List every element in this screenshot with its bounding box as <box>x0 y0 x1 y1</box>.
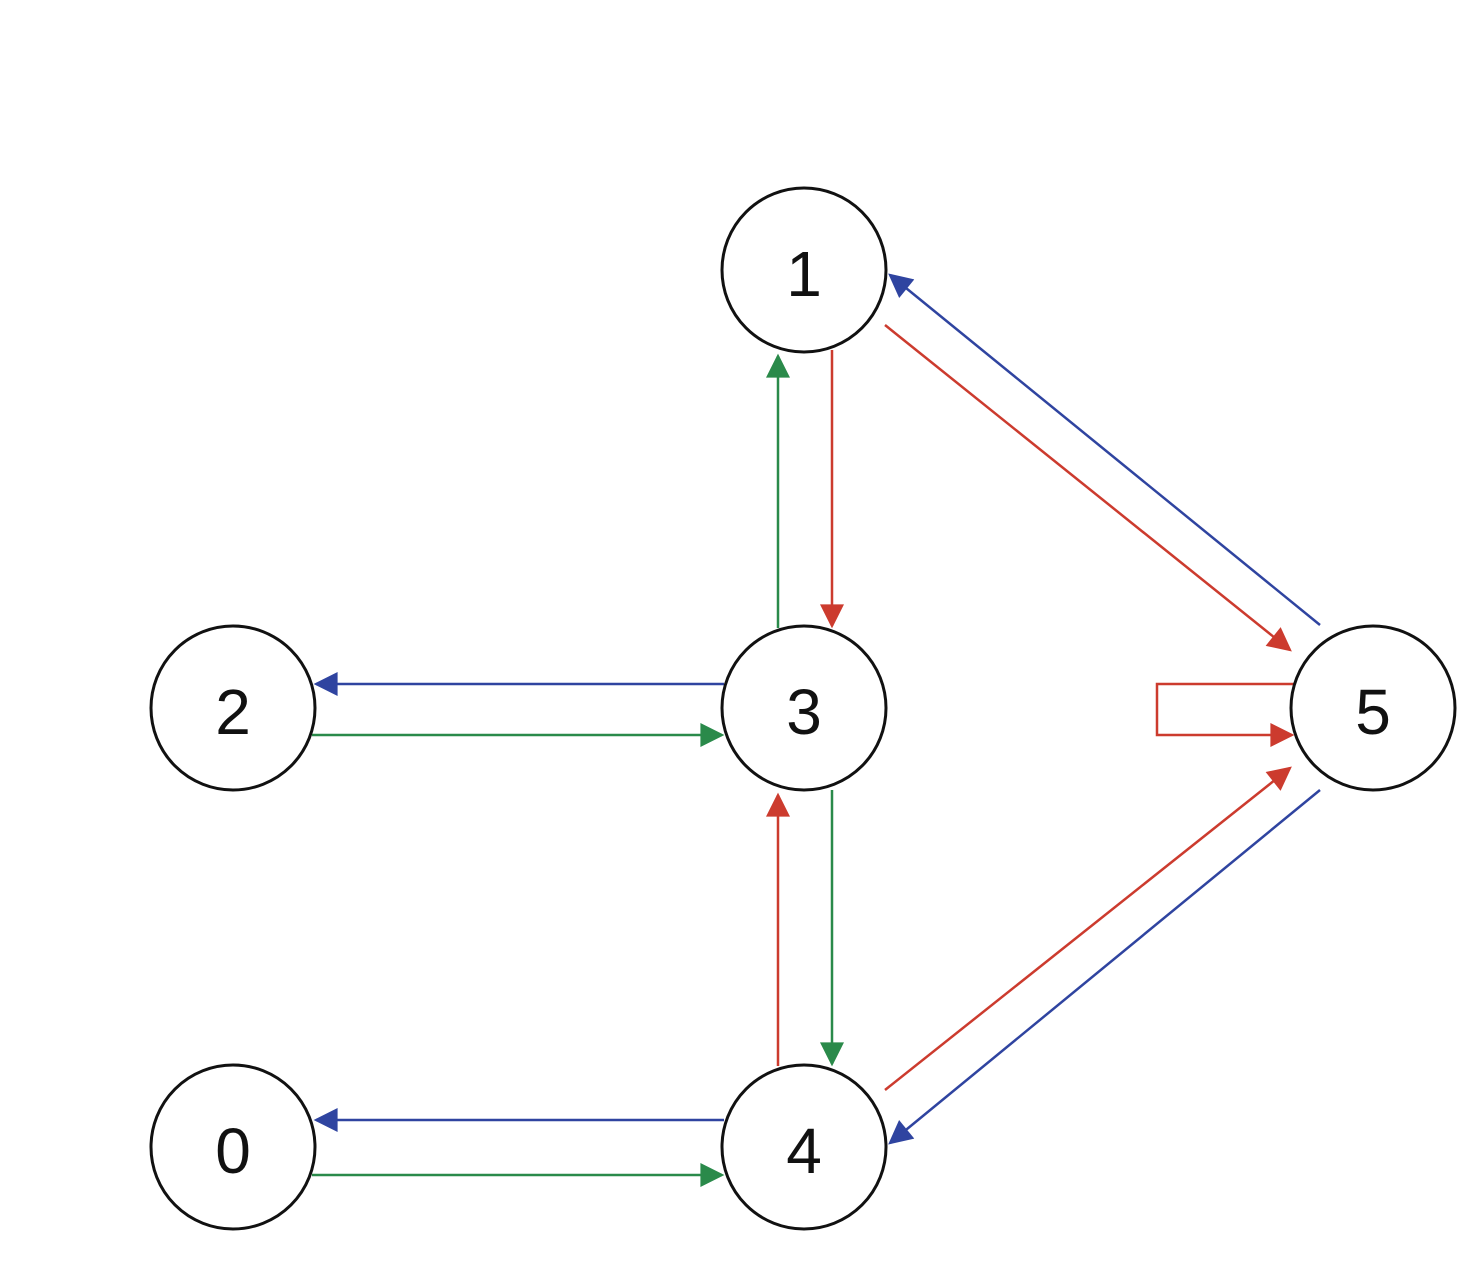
node-3: 3 <box>720 624 888 792</box>
node-label: 4 <box>786 1115 822 1187</box>
node-2: 2 <box>149 624 317 792</box>
edge-4-to-5 <box>884 766 1292 1091</box>
node-circle <box>720 186 888 354</box>
node-1: 1 <box>720 186 888 354</box>
node-circle <box>149 624 317 792</box>
node-circle <box>720 1063 888 1231</box>
node-label: 0 <box>215 1115 251 1187</box>
node-label: 3 <box>786 676 822 748</box>
edge-5-to-4 <box>888 789 1321 1145</box>
node-label: 1 <box>786 238 822 310</box>
node-circle <box>720 624 888 792</box>
edge-1-to-5 <box>884 324 1292 652</box>
node-5: 5 <box>1289 624 1457 792</box>
node-circle <box>149 1063 317 1231</box>
node-circle <box>1289 624 1457 792</box>
edge-5-to-5 <box>1155 682 1295 747</box>
node-4: 4 <box>720 1063 888 1231</box>
node-label: 2 <box>215 676 251 748</box>
node-0: 0 <box>149 1063 317 1231</box>
node-label: 5 <box>1355 676 1391 748</box>
edge-5-to-1 <box>888 273 1321 626</box>
